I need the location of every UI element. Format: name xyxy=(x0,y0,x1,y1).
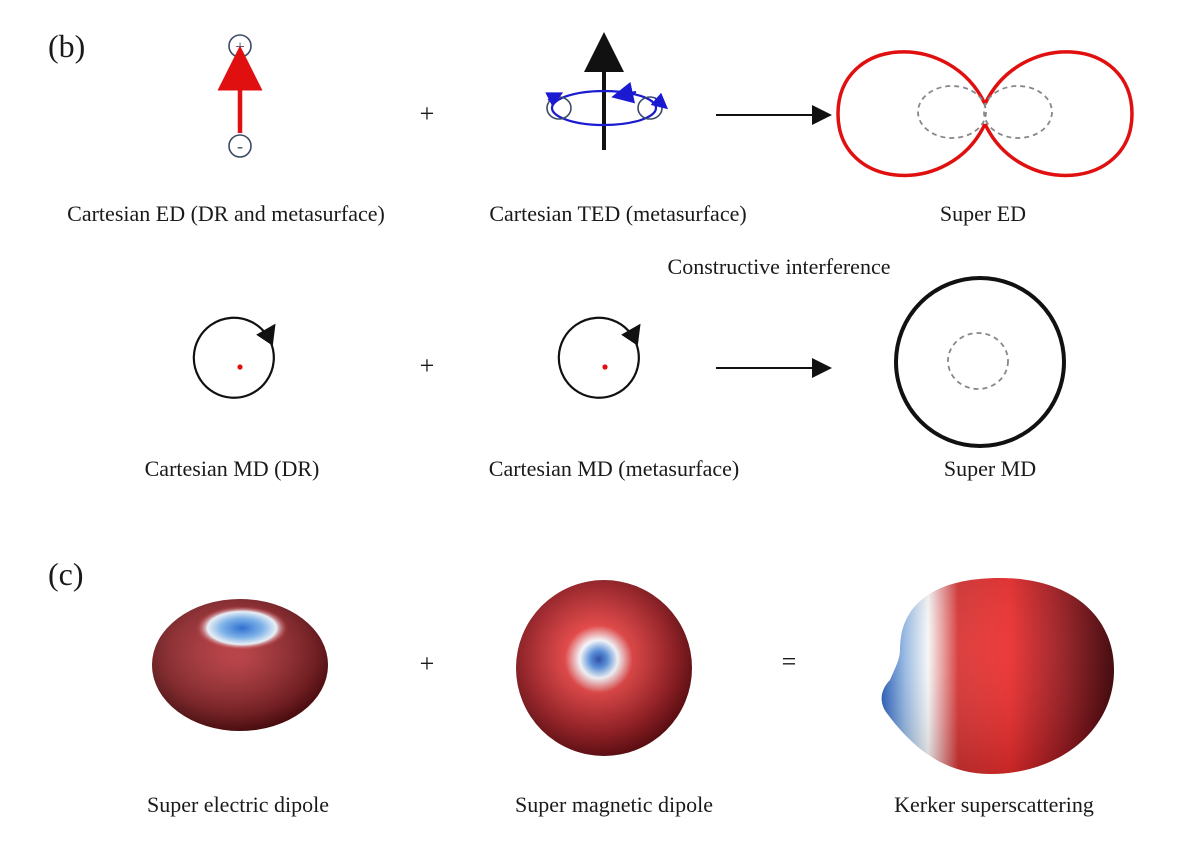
label-super-ed: Super ED xyxy=(939,201,1027,226)
cartesian-md-metasurface xyxy=(557,316,641,399)
cartesian-ted-toroid xyxy=(545,32,669,150)
md-dr-circle-arrow xyxy=(256,323,276,346)
label-cartesian-md-metasurface: Cartesian MD (metasurface) xyxy=(488,456,740,481)
reference-lobe-left xyxy=(917,85,987,139)
cartesian-ed-dipole: + - xyxy=(217,34,263,158)
super-md-pattern xyxy=(894,276,1066,448)
super-magnetic-dipole-3d xyxy=(516,580,692,756)
sphere-shading xyxy=(516,580,692,756)
reference-md-ring xyxy=(947,332,1009,390)
reference-lobe-right xyxy=(983,85,1053,139)
label-super-magnetic-dipole: Super magnetic dipole xyxy=(515,792,713,817)
super-ed-pattern xyxy=(836,50,1134,178)
plus-operator-row1: + xyxy=(419,99,435,128)
md-dr-center-dot xyxy=(237,364,243,370)
md-dr-circle xyxy=(192,316,275,399)
label-kerker-superscattering: Kerker superscattering xyxy=(894,792,1094,817)
super-ed-lobe-left xyxy=(836,50,987,178)
toroid-loop-arrow xyxy=(611,81,637,104)
super-electric-dipole-3d xyxy=(152,599,328,731)
cartesian-md-dr xyxy=(192,316,276,399)
negative-charge-sign: - xyxy=(237,136,243,156)
panel-label-c: (c) xyxy=(48,556,84,592)
super-md-ring xyxy=(894,276,1066,448)
kerker-superscattering-3d xyxy=(881,578,1114,774)
equals-operator-row3: = xyxy=(781,647,797,676)
donut-hole xyxy=(196,606,288,650)
label-cartesian-md-dr: Cartesian MD (DR) xyxy=(144,456,320,481)
coil-left-arrow xyxy=(545,92,564,107)
plus-operator-row3: + xyxy=(419,649,435,678)
md-meta-circle xyxy=(557,316,640,399)
label-super-md: Super MD xyxy=(943,456,1037,481)
kerker-shading xyxy=(881,578,1114,774)
label-super-electric-dipole: Super electric dipole xyxy=(146,792,330,817)
label-cartesian-ed: Cartesian ED (DR and metasurface) xyxy=(67,201,385,226)
plus-operator-row2: + xyxy=(419,351,435,380)
label-constructive-interference: Constructive interference xyxy=(667,254,891,279)
coil-right-arrow xyxy=(650,92,669,110)
positive-charge-sign: + xyxy=(235,37,245,56)
md-meta-circle-arrow xyxy=(621,323,641,346)
md-meta-center-dot xyxy=(602,364,608,370)
panel-label-b: (b) xyxy=(48,28,86,64)
negative-charge xyxy=(228,134,252,158)
super-ed-lobe-right xyxy=(983,50,1134,178)
label-cartesian-ted: Cartesian TED (metasurface) xyxy=(489,201,747,226)
